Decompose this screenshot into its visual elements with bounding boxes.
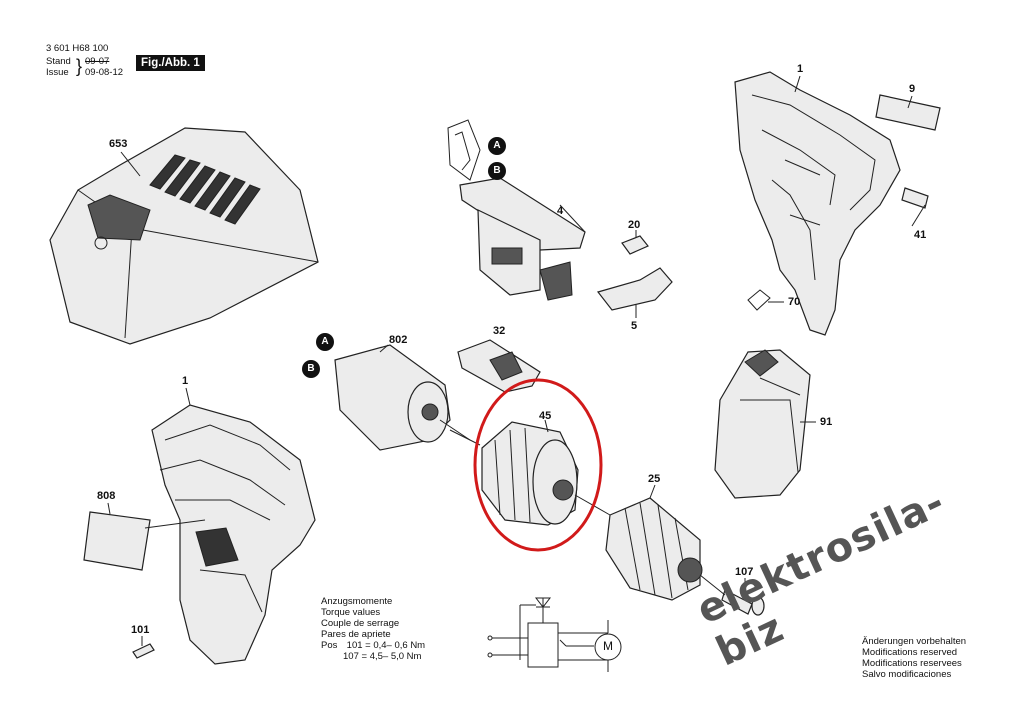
switch-cap-drawing: [596, 267, 673, 318]
label-gearbox: 45: [539, 410, 552, 422]
pos-label: Pos: [321, 640, 338, 651]
motor-drawing: [334, 344, 481, 451]
label-switch-cap: 5: [631, 320, 638, 332]
modifications-line: Salvo modificaciones: [862, 669, 952, 680]
torque-value: 0,4– 0,6 Nm: [373, 640, 426, 651]
badge-a-switch: A: [488, 137, 506, 155]
battery-drawing: [714, 349, 816, 499]
label-808: 808: [97, 490, 116, 502]
gearbox-highlight-ring: [473, 378, 603, 552]
torque-row: 107 = 4,5– 5,0 Nm: [343, 651, 422, 662]
housing-half-right-drawing: [734, 71, 901, 336]
torque-row: Pos 101 = 0,4– 0,6 Nm: [321, 640, 426, 651]
torque-line: Torque values: [321, 607, 381, 618]
spring-clip-drawing: [747, 289, 784, 311]
label-housing-left: 1: [182, 375, 189, 387]
label-drawing: [83, 502, 206, 571]
badge-b-motor: B: [302, 360, 320, 378]
label-chuck: 25: [648, 473, 661, 485]
label-plate: 9: [909, 83, 916, 95]
modifications-line: Änderungen vorbehalten: [862, 636, 967, 647]
chuck-screw-drawing: [699, 574, 765, 616]
torque-line: Anzugsmomente: [321, 596, 393, 607]
torque-pos: 101: [346, 640, 363, 651]
badge-a-motor: A: [316, 333, 334, 351]
label-switch-slider: 20: [628, 219, 641, 231]
label-spring-clip: 70: [788, 296, 801, 308]
part-number: 3 601 H68 100: [46, 43, 109, 54]
modifications-line: Modifications reservees: [862, 658, 962, 669]
motor-symbol: M: [603, 639, 613, 653]
modifications-line: Modifications reserved: [862, 647, 958, 658]
label-battery: 91: [820, 416, 833, 428]
label-switch: 4: [557, 205, 564, 217]
brace-glyph: }: [76, 56, 83, 76]
chuck-drawing: [605, 484, 703, 601]
torque-line: Couple de serrage: [321, 618, 400, 629]
torque-value: 4,5– 5,0 Nm: [369, 651, 422, 662]
torque-pos: 107: [343, 651, 359, 662]
badge-b-switch: B: [488, 162, 506, 180]
charger-drawing: [49, 127, 319, 345]
modifications-note: Änderungen vorbehalten Modifications res…: [862, 636, 966, 680]
switch-slider-drawing: [621, 230, 649, 255]
issue-label: Issue: [46, 67, 69, 78]
label-housing-screw: 101: [131, 624, 150, 636]
stand-value: 09-07: [85, 56, 110, 67]
figure-badge: Fig./Abb. 1: [136, 55, 205, 71]
cover-drawing: [457, 339, 541, 393]
rivet-plate-drawing: [901, 187, 929, 227]
label-charger: 653: [109, 138, 128, 150]
stand-label: Stand: [46, 56, 71, 67]
switch-drawing: [447, 119, 586, 301]
housing-half-left-drawing: [151, 387, 316, 665]
label-cover: 32: [493, 325, 506, 337]
housing-screw-drawing: [132, 636, 155, 659]
label-chuck-screw: 107: [735, 566, 754, 578]
plate-drawing: [875, 94, 941, 131]
torque-values-block: Anzugsmomente Torque values Couple de se…: [321, 596, 425, 662]
label-rivet: 41: [914, 229, 927, 241]
gearbox-drawing: [481, 419, 611, 526]
label-housing-top: 1: [797, 63, 804, 75]
torque-line: Pares de apriete: [321, 629, 391, 640]
issue-value: 09-08-12: [85, 67, 124, 78]
wiring-schematic: [487, 597, 622, 672]
label-motor: 802: [389, 334, 408, 346]
